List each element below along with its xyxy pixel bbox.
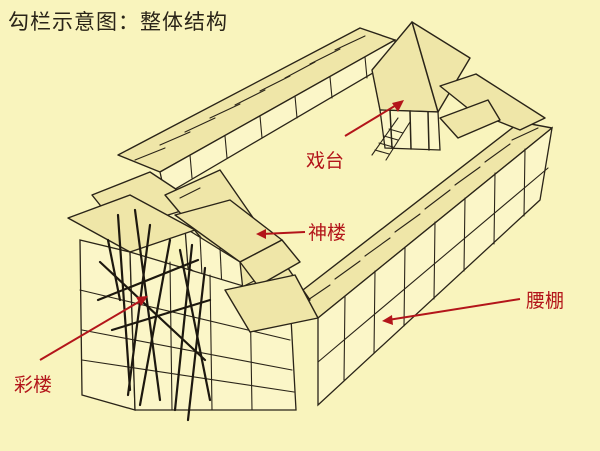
- stage-pavilion: [371, 21, 546, 161]
- label-cailou: 彩楼: [14, 374, 53, 396]
- label-yaopeng: 腰棚: [526, 290, 565, 312]
- annotation-arrows: [39, 100, 521, 361]
- scaffold-poles: [96, 208, 212, 422]
- label-xitai: 戏台: [306, 150, 345, 172]
- back-roof: [117, 27, 396, 173]
- page-title: 勾栏示意图：整体结构: [8, 10, 228, 34]
- right-wall: [317, 126, 553, 407]
- label-shenlou: 神楼: [308, 222, 347, 244]
